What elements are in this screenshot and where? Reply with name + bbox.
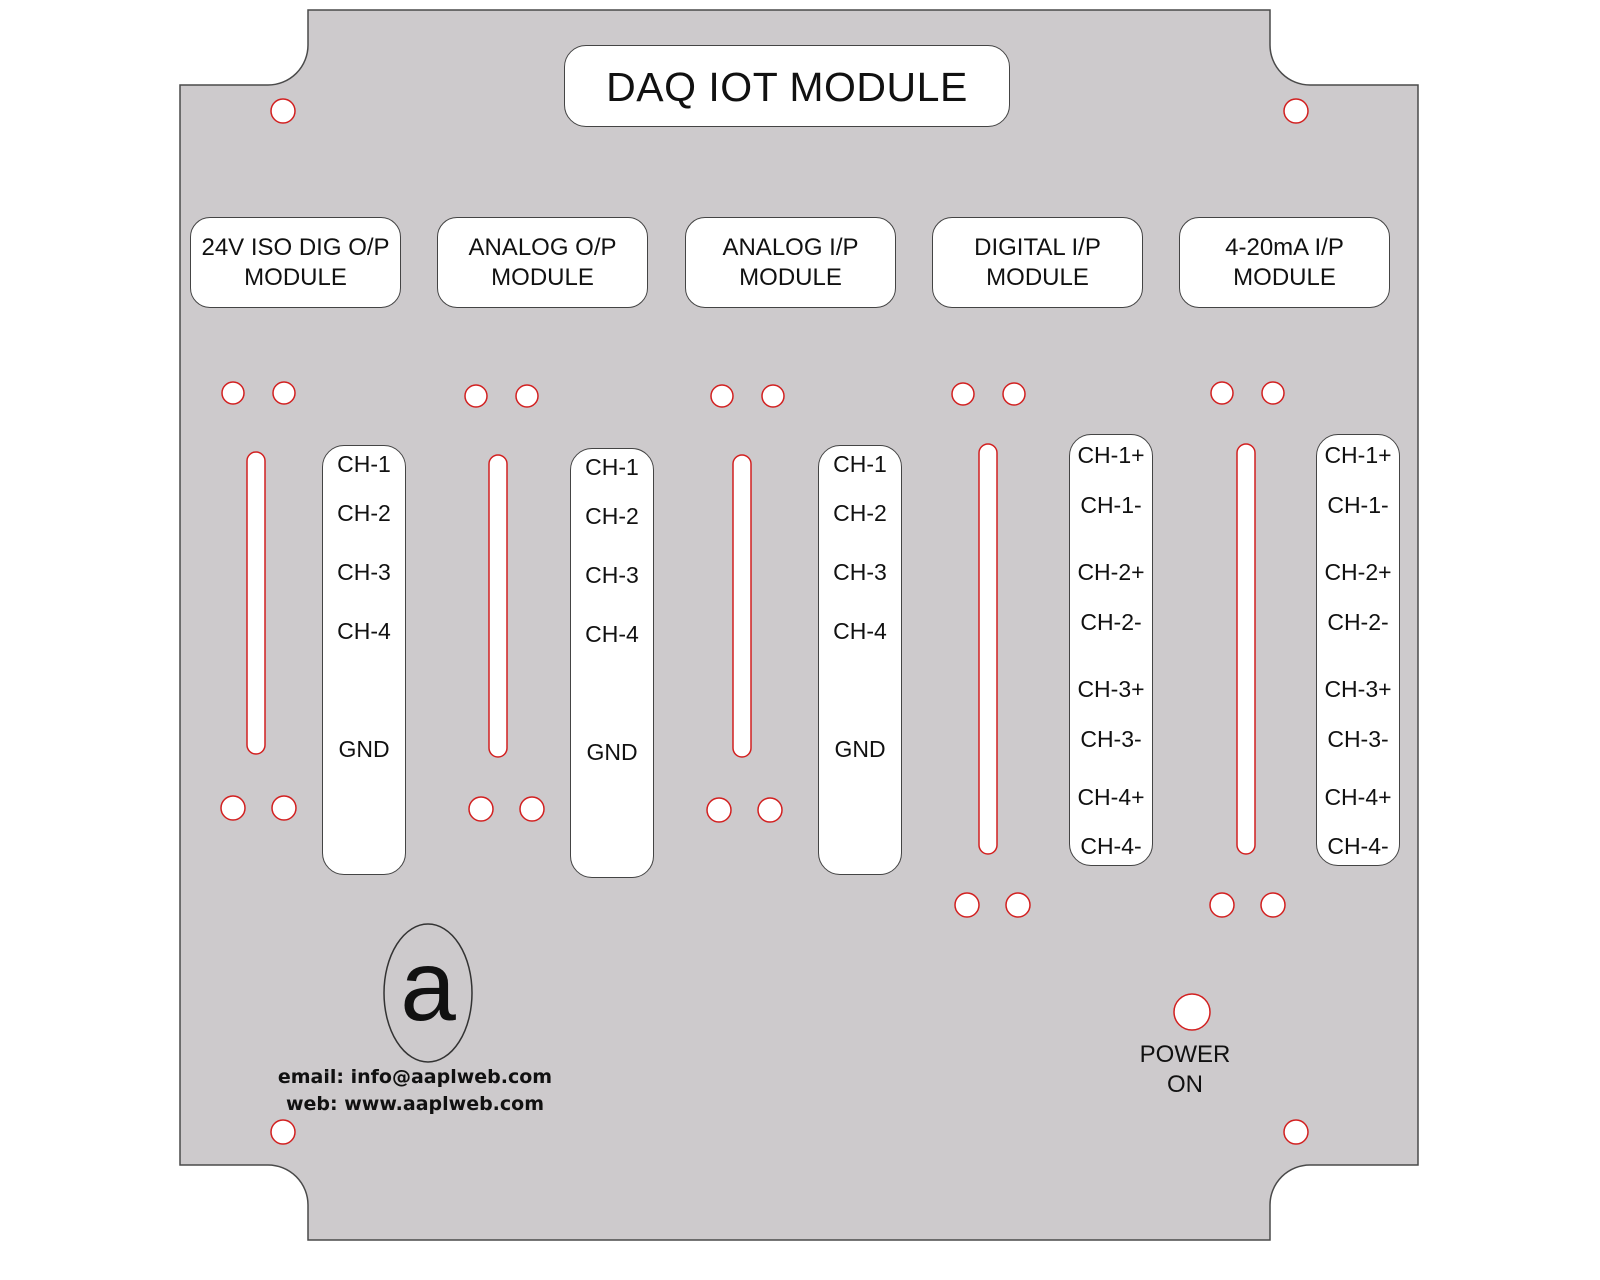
channel-label: CH-1- bbox=[1327, 492, 1389, 518]
channel-label: CH-4 bbox=[337, 618, 391, 644]
mounting-hole bbox=[1002, 382, 1026, 406]
din-rail-slot bbox=[488, 454, 508, 758]
mounting-hole bbox=[468, 796, 494, 822]
channel-label: CH-4+ bbox=[1077, 784, 1145, 810]
channel-label: CH-1 bbox=[585, 454, 639, 480]
enclosure-plate bbox=[179, 9, 1419, 1241]
contact-web: web: www.aaplweb.com bbox=[285, 1093, 545, 1115]
module-label-line1: ANALOG I/P bbox=[722, 233, 859, 261]
module-label-line1: ANALOG O/P bbox=[468, 233, 617, 261]
din-rail-slot bbox=[978, 443, 998, 855]
mounting-hole bbox=[220, 795, 246, 821]
mounting-hole bbox=[271, 795, 297, 821]
module-label-line1: 24V ISO DIG O/P bbox=[201, 233, 390, 261]
mounting-hole bbox=[515, 384, 539, 408]
channel-label: CH-1+ bbox=[1324, 442, 1392, 468]
panel-title: DAQ IOT MODULE bbox=[564, 45, 1010, 127]
module-label-line2: MODULE bbox=[1233, 263, 1336, 291]
channel-label: CH-2 bbox=[585, 503, 639, 529]
module-label-line1: DIGITAL I/P bbox=[974, 233, 1101, 261]
channel-label: CH-1+ bbox=[1077, 442, 1145, 468]
channel-label: CH-2 bbox=[337, 500, 391, 526]
module-label-line1: 4-20mA I/P bbox=[1225, 233, 1344, 261]
channel-label: CH-4- bbox=[1327, 833, 1389, 859]
mounting-hole bbox=[761, 384, 785, 408]
mounting-hole bbox=[1283, 98, 1309, 124]
channel-label: CH-3- bbox=[1080, 726, 1142, 752]
channel-label: CH-2+ bbox=[1077, 559, 1145, 585]
module-label-line2: MODULE bbox=[244, 263, 347, 291]
channel-label: CH-4 bbox=[833, 618, 887, 644]
mounting-hole bbox=[272, 381, 296, 405]
channel-label: GND bbox=[338, 736, 390, 762]
din-rail-slot bbox=[1236, 443, 1256, 855]
channel-label: CH-1 bbox=[337, 451, 391, 477]
mounting-hole bbox=[757, 797, 783, 823]
mounting-hole bbox=[1005, 892, 1031, 918]
mounting-hole bbox=[270, 1119, 296, 1145]
module-label-line2: MODULE bbox=[739, 263, 842, 291]
channel-label: CH-1- bbox=[1080, 492, 1142, 518]
mounting-hole bbox=[954, 892, 980, 918]
terminal-strip-4-20ma-ip: CH-1+ CH-1- CH-2+ CH-2- CH-3+ CH-3- CH-4… bbox=[1316, 434, 1400, 866]
mounting-hole bbox=[706, 797, 732, 823]
terminal-strip-analog-ip: CH-1 CH-2 CH-3 CH-4 GND bbox=[818, 445, 902, 875]
channel-label: CH-4 bbox=[585, 621, 639, 647]
channel-label: CH-2+ bbox=[1324, 559, 1392, 585]
channel-label: CH-2 bbox=[833, 500, 887, 526]
module-label-analog-ip: ANALOG I/P MODULE bbox=[685, 217, 896, 308]
logo-letter: a bbox=[400, 930, 456, 1042]
logo-ellipse bbox=[383, 923, 473, 1063]
power-label-line2: ON bbox=[1167, 1071, 1203, 1098]
mounting-hole bbox=[710, 384, 734, 408]
mounting-hole bbox=[1260, 892, 1286, 918]
power-on-led bbox=[1173, 993, 1211, 1031]
din-rail-slot bbox=[246, 451, 266, 755]
mounting-hole bbox=[270, 98, 296, 124]
power-on-label: POWER ON bbox=[1110, 1040, 1260, 1100]
mounting-hole bbox=[951, 382, 975, 406]
module-label-digital-ip: DIGITAL I/P MODULE bbox=[932, 217, 1143, 308]
contact-email: email: info@aaplweb.com bbox=[277, 1066, 553, 1088]
din-rail-slot bbox=[732, 454, 752, 758]
mounting-hole bbox=[1261, 381, 1285, 405]
terminal-strip-24v-iso-dig-op: CH-1 CH-2 CH-3 CH-4 GND bbox=[322, 445, 406, 875]
module-label-analog-op: ANALOG O/P MODULE bbox=[437, 217, 648, 308]
channel-label: CH-2- bbox=[1327, 609, 1389, 635]
channel-label: CH-3 bbox=[833, 559, 887, 585]
channel-label: GND bbox=[586, 739, 638, 765]
channel-label: CH-3 bbox=[337, 559, 391, 585]
module-label-line2: MODULE bbox=[491, 263, 594, 291]
channel-label: CH-4+ bbox=[1324, 784, 1392, 810]
module-label-line2: MODULE bbox=[986, 263, 1089, 291]
company-logo: a bbox=[382, 922, 474, 1064]
mounting-hole bbox=[1283, 1119, 1309, 1145]
module-label-24v-iso-dig-op: 24V ISO DIG O/P MODULE bbox=[190, 217, 401, 308]
channel-label: CH-3+ bbox=[1324, 676, 1392, 702]
mounting-hole bbox=[1210, 381, 1234, 405]
channel-label: CH-3 bbox=[585, 562, 639, 588]
channel-label: CH-3+ bbox=[1077, 676, 1145, 702]
mounting-hole bbox=[1209, 892, 1235, 918]
channel-label: CH-1 bbox=[833, 451, 887, 477]
terminal-strip-analog-op: CH-1 CH-2 CH-3 CH-4 GND bbox=[570, 448, 654, 878]
channel-label: GND bbox=[834, 736, 886, 762]
power-label-line1: POWER bbox=[1139, 1041, 1231, 1068]
mounting-hole bbox=[221, 381, 245, 405]
terminal-strip-digital-ip: CH-1+ CH-1- CH-2+ CH-2- CH-3+ CH-3- CH-4… bbox=[1069, 434, 1153, 866]
mounting-hole bbox=[519, 796, 545, 822]
channel-label: CH-3- bbox=[1327, 726, 1389, 752]
module-label-4-20ma-ip: 4-20mA I/P MODULE bbox=[1179, 217, 1390, 308]
channel-label: CH-4- bbox=[1080, 833, 1142, 859]
mounting-hole bbox=[464, 384, 488, 408]
channel-label: CH-2- bbox=[1080, 609, 1142, 635]
